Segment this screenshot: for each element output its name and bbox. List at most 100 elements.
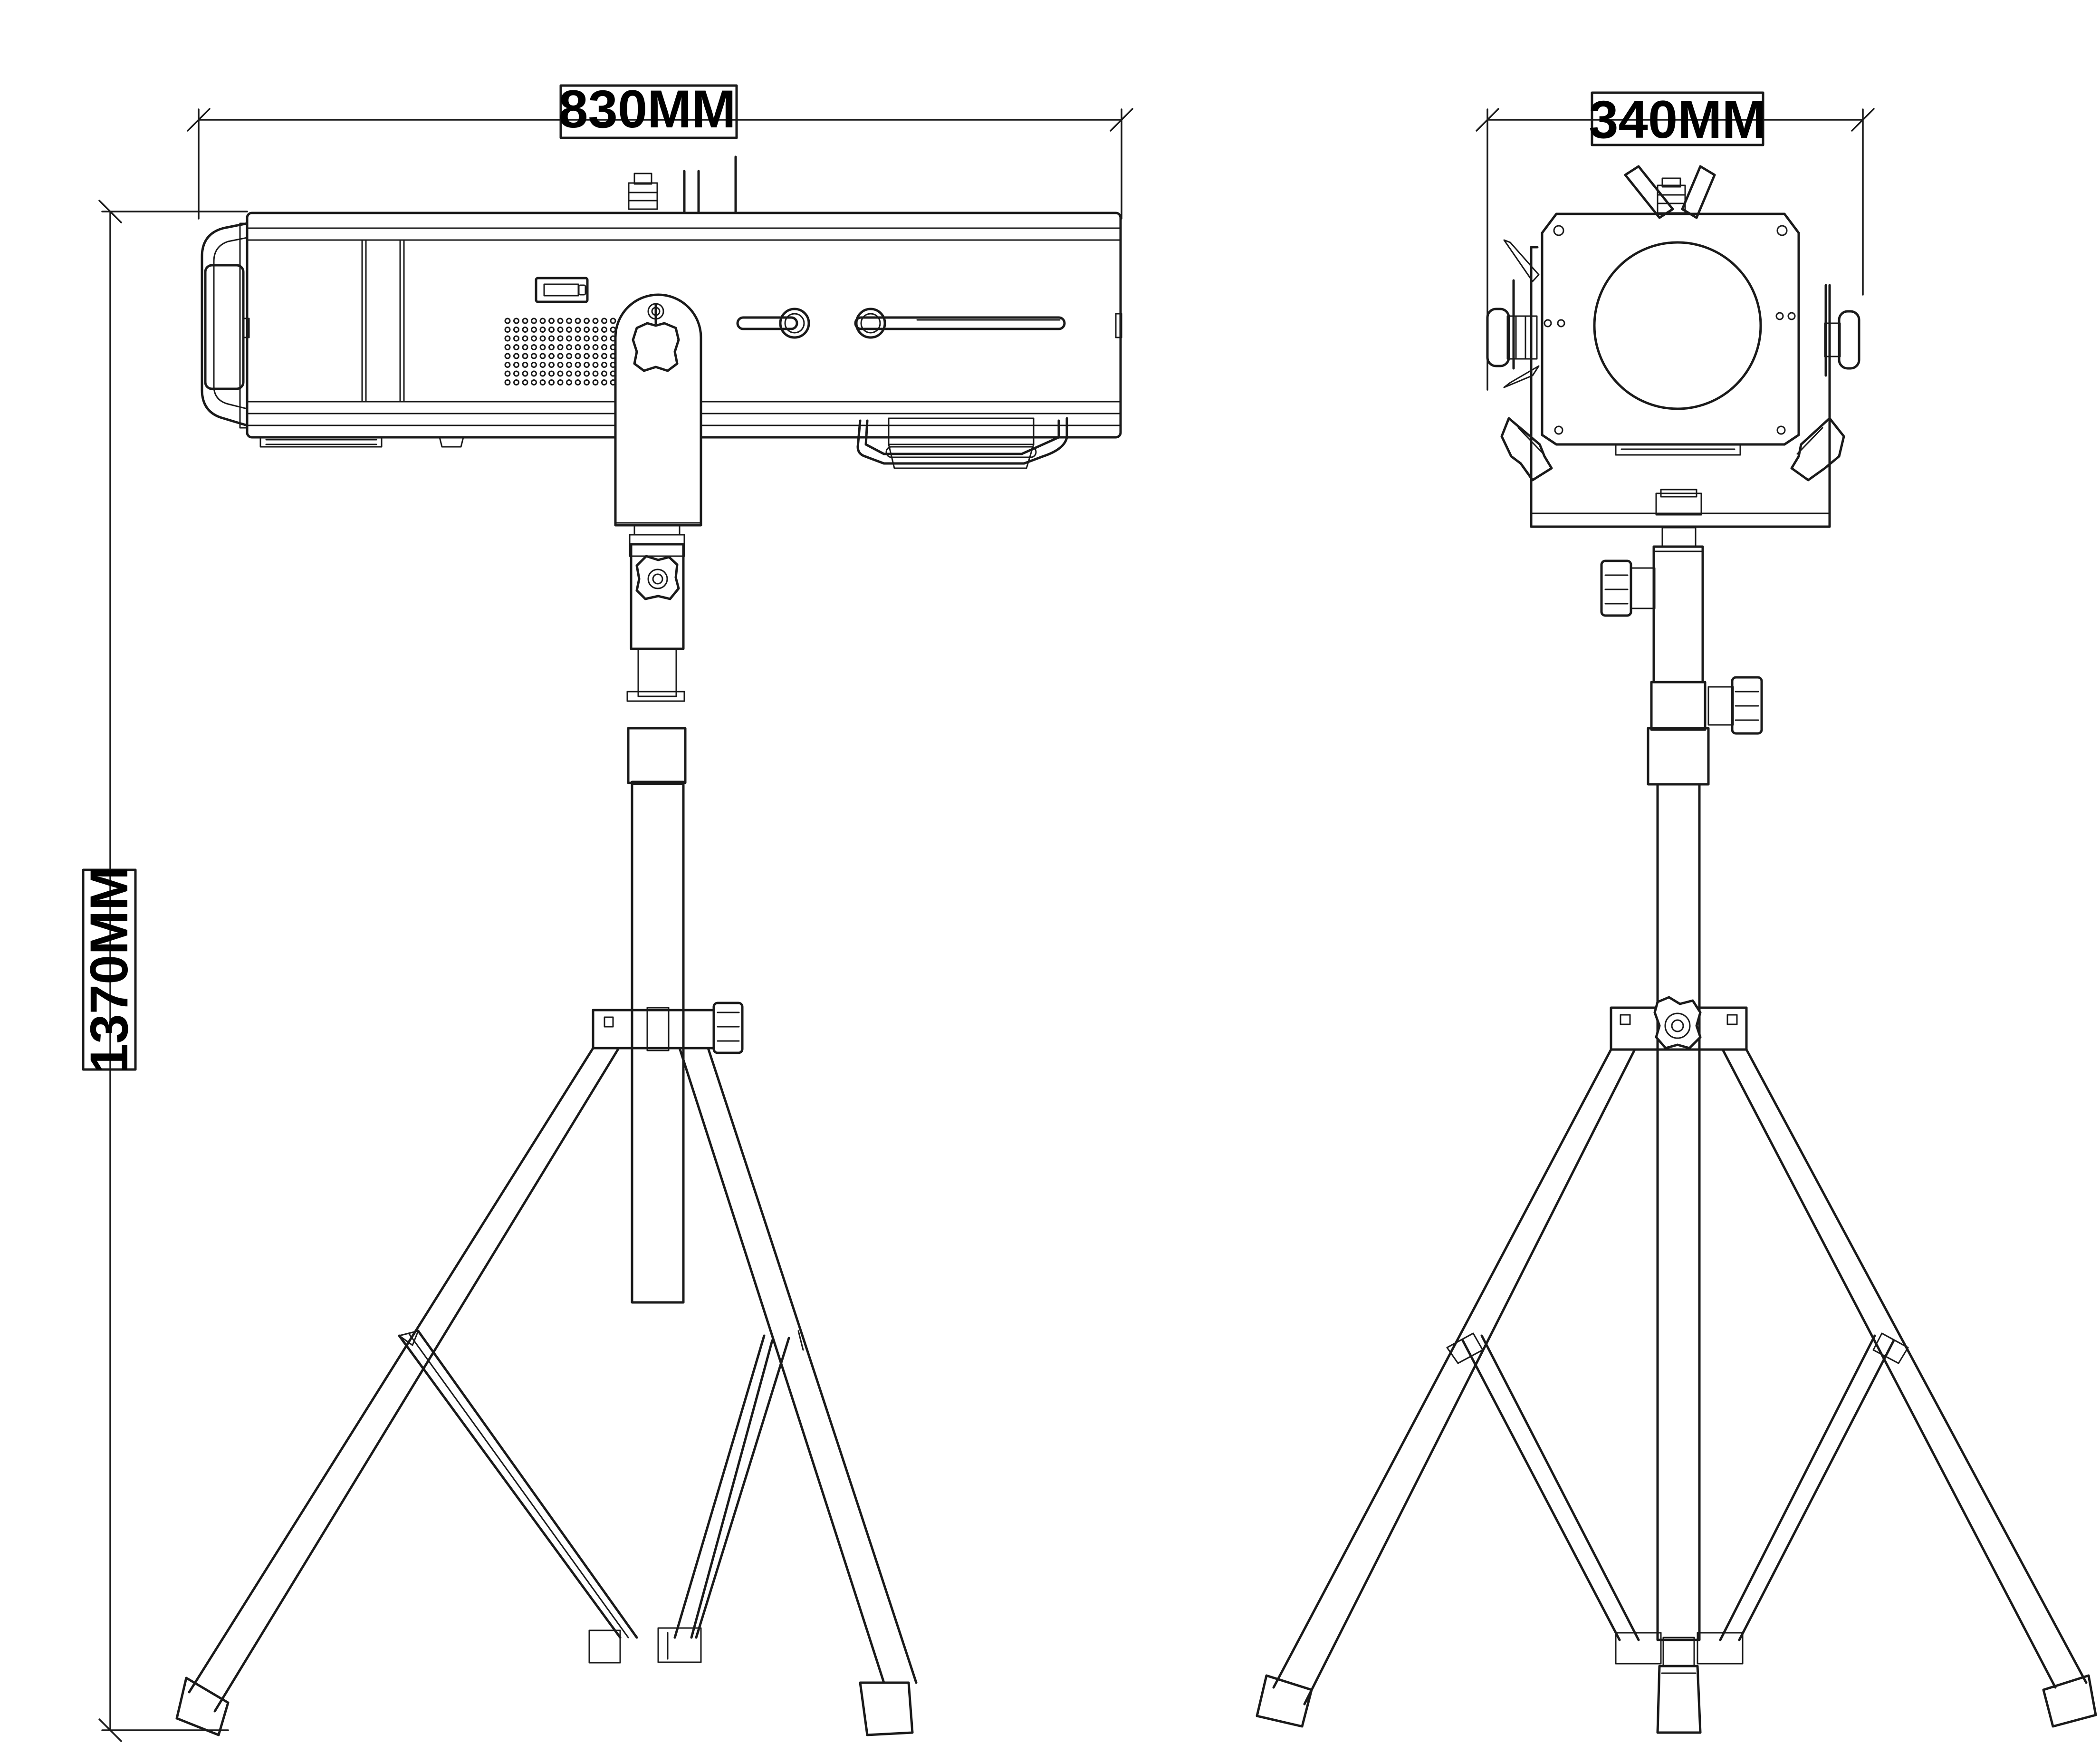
vent-hole: [539, 318, 546, 324]
vent-hole: [601, 318, 607, 324]
vent-hole: [548, 318, 555, 324]
vent-hole: [548, 362, 555, 368]
vent-hole: [584, 370, 590, 377]
front-yoke: [1512, 246, 1831, 528]
vent-hole: [566, 379, 572, 385]
vent-hole: [575, 370, 581, 377]
vent-hole: [522, 335, 528, 342]
vent-hole: [548, 327, 555, 333]
vent-hole: [584, 318, 590, 324]
yoke-plate: [614, 293, 702, 527]
vent-hole: [504, 353, 511, 359]
vent-hole: [557, 370, 564, 377]
vent-hole: [592, 344, 599, 350]
vent-hole: [548, 335, 555, 342]
vent-hole: [575, 362, 581, 368]
front-view: [1256, 165, 2097, 1734]
vent-hole: [601, 344, 607, 350]
vent-hole: [531, 370, 537, 377]
vent-hole: [557, 362, 564, 368]
vent-hole: [531, 353, 537, 359]
vent-hole: [557, 353, 564, 359]
vent-hole: [548, 370, 555, 377]
vent-hole: [566, 335, 572, 342]
vent-hole: [531, 335, 537, 342]
vent-hole: [566, 318, 572, 324]
top-handles: [1624, 165, 1716, 219]
vent-hole: [592, 353, 599, 359]
vent-hole: [504, 370, 511, 377]
width-label: 340MM: [1589, 90, 1766, 149]
front-body: [1541, 212, 1800, 446]
vent-hole: [592, 327, 599, 333]
vent-hole: [522, 370, 528, 377]
vent-hole: [592, 335, 599, 342]
vent-hole: [601, 335, 607, 342]
dimension-height: 1370MM: [79, 200, 248, 1742]
vent-hole: [557, 344, 564, 350]
tripod-head: [592, 1002, 744, 1054]
vent-hole: [539, 370, 546, 377]
height-label: 1370MM: [79, 866, 139, 1073]
vent-hole: [592, 379, 599, 385]
tripod-legs: [175, 1047, 918, 1736]
vent-hole: [557, 335, 564, 342]
vent-hole: [504, 344, 511, 350]
front-tripod-legs: [1256, 1048, 2097, 1734]
vent-hole: [513, 353, 519, 359]
vent-hole: [575, 318, 581, 324]
vent-hole: [566, 353, 572, 359]
vent-hole: [575, 353, 581, 359]
vent-hole: [575, 344, 581, 350]
vent-hole: [513, 379, 519, 385]
front-stand-column: [1600, 527, 1763, 1641]
vent-grille: [504, 318, 625, 385]
vent-hole: [601, 362, 607, 368]
vent-hole: [504, 362, 511, 368]
vent-hole: [531, 318, 537, 324]
corner-lock-right: [1790, 417, 1845, 482]
vent-hole: [566, 370, 572, 377]
vent-hole: [601, 327, 607, 333]
vent-hole: [584, 379, 590, 385]
vent-hole: [504, 379, 511, 385]
vent-hole: [513, 370, 519, 377]
dimension-length: 830MM: [187, 79, 1133, 220]
vent-hole: [584, 353, 590, 359]
vent-hole: [522, 353, 528, 359]
vent-hole: [513, 344, 519, 350]
vent-hole: [601, 353, 607, 359]
vent-hole: [592, 318, 599, 324]
carry-handle: [856, 417, 1068, 469]
vent-hole: [539, 344, 546, 350]
vent-hole: [539, 327, 546, 333]
vent-hole: [548, 379, 555, 385]
display-screen: [535, 277, 589, 303]
front-bottom-plate: [1615, 443, 1741, 456]
focus-knob: [736, 308, 810, 339]
dimension-width: 340MM: [1476, 90, 1875, 391]
vent-hole: [522, 318, 528, 324]
front-tripod-head: [1610, 996, 1748, 1051]
vent-hole: [592, 370, 599, 377]
vent-hole: [522, 379, 528, 385]
vent-hole: [539, 335, 546, 342]
vent-hole: [584, 335, 590, 342]
vent-hole: [557, 318, 564, 324]
vent-hole: [548, 353, 555, 359]
side-knob-right: [1824, 310, 1860, 370]
side-knob-left: [1486, 239, 1540, 388]
vent-hole: [584, 327, 590, 333]
vent-hole: [513, 335, 519, 342]
vent-hole: [522, 344, 528, 350]
vent-hole: [575, 335, 581, 342]
vent-hole: [557, 327, 564, 333]
vent-hole: [504, 327, 511, 333]
vent-hole: [513, 318, 519, 324]
vent-hole: [575, 379, 581, 385]
vent-hole: [601, 379, 607, 385]
vent-hole: [584, 362, 590, 368]
vent-hole: [548, 344, 555, 350]
vent-hole: [566, 327, 572, 333]
vent-hole: [539, 353, 546, 359]
